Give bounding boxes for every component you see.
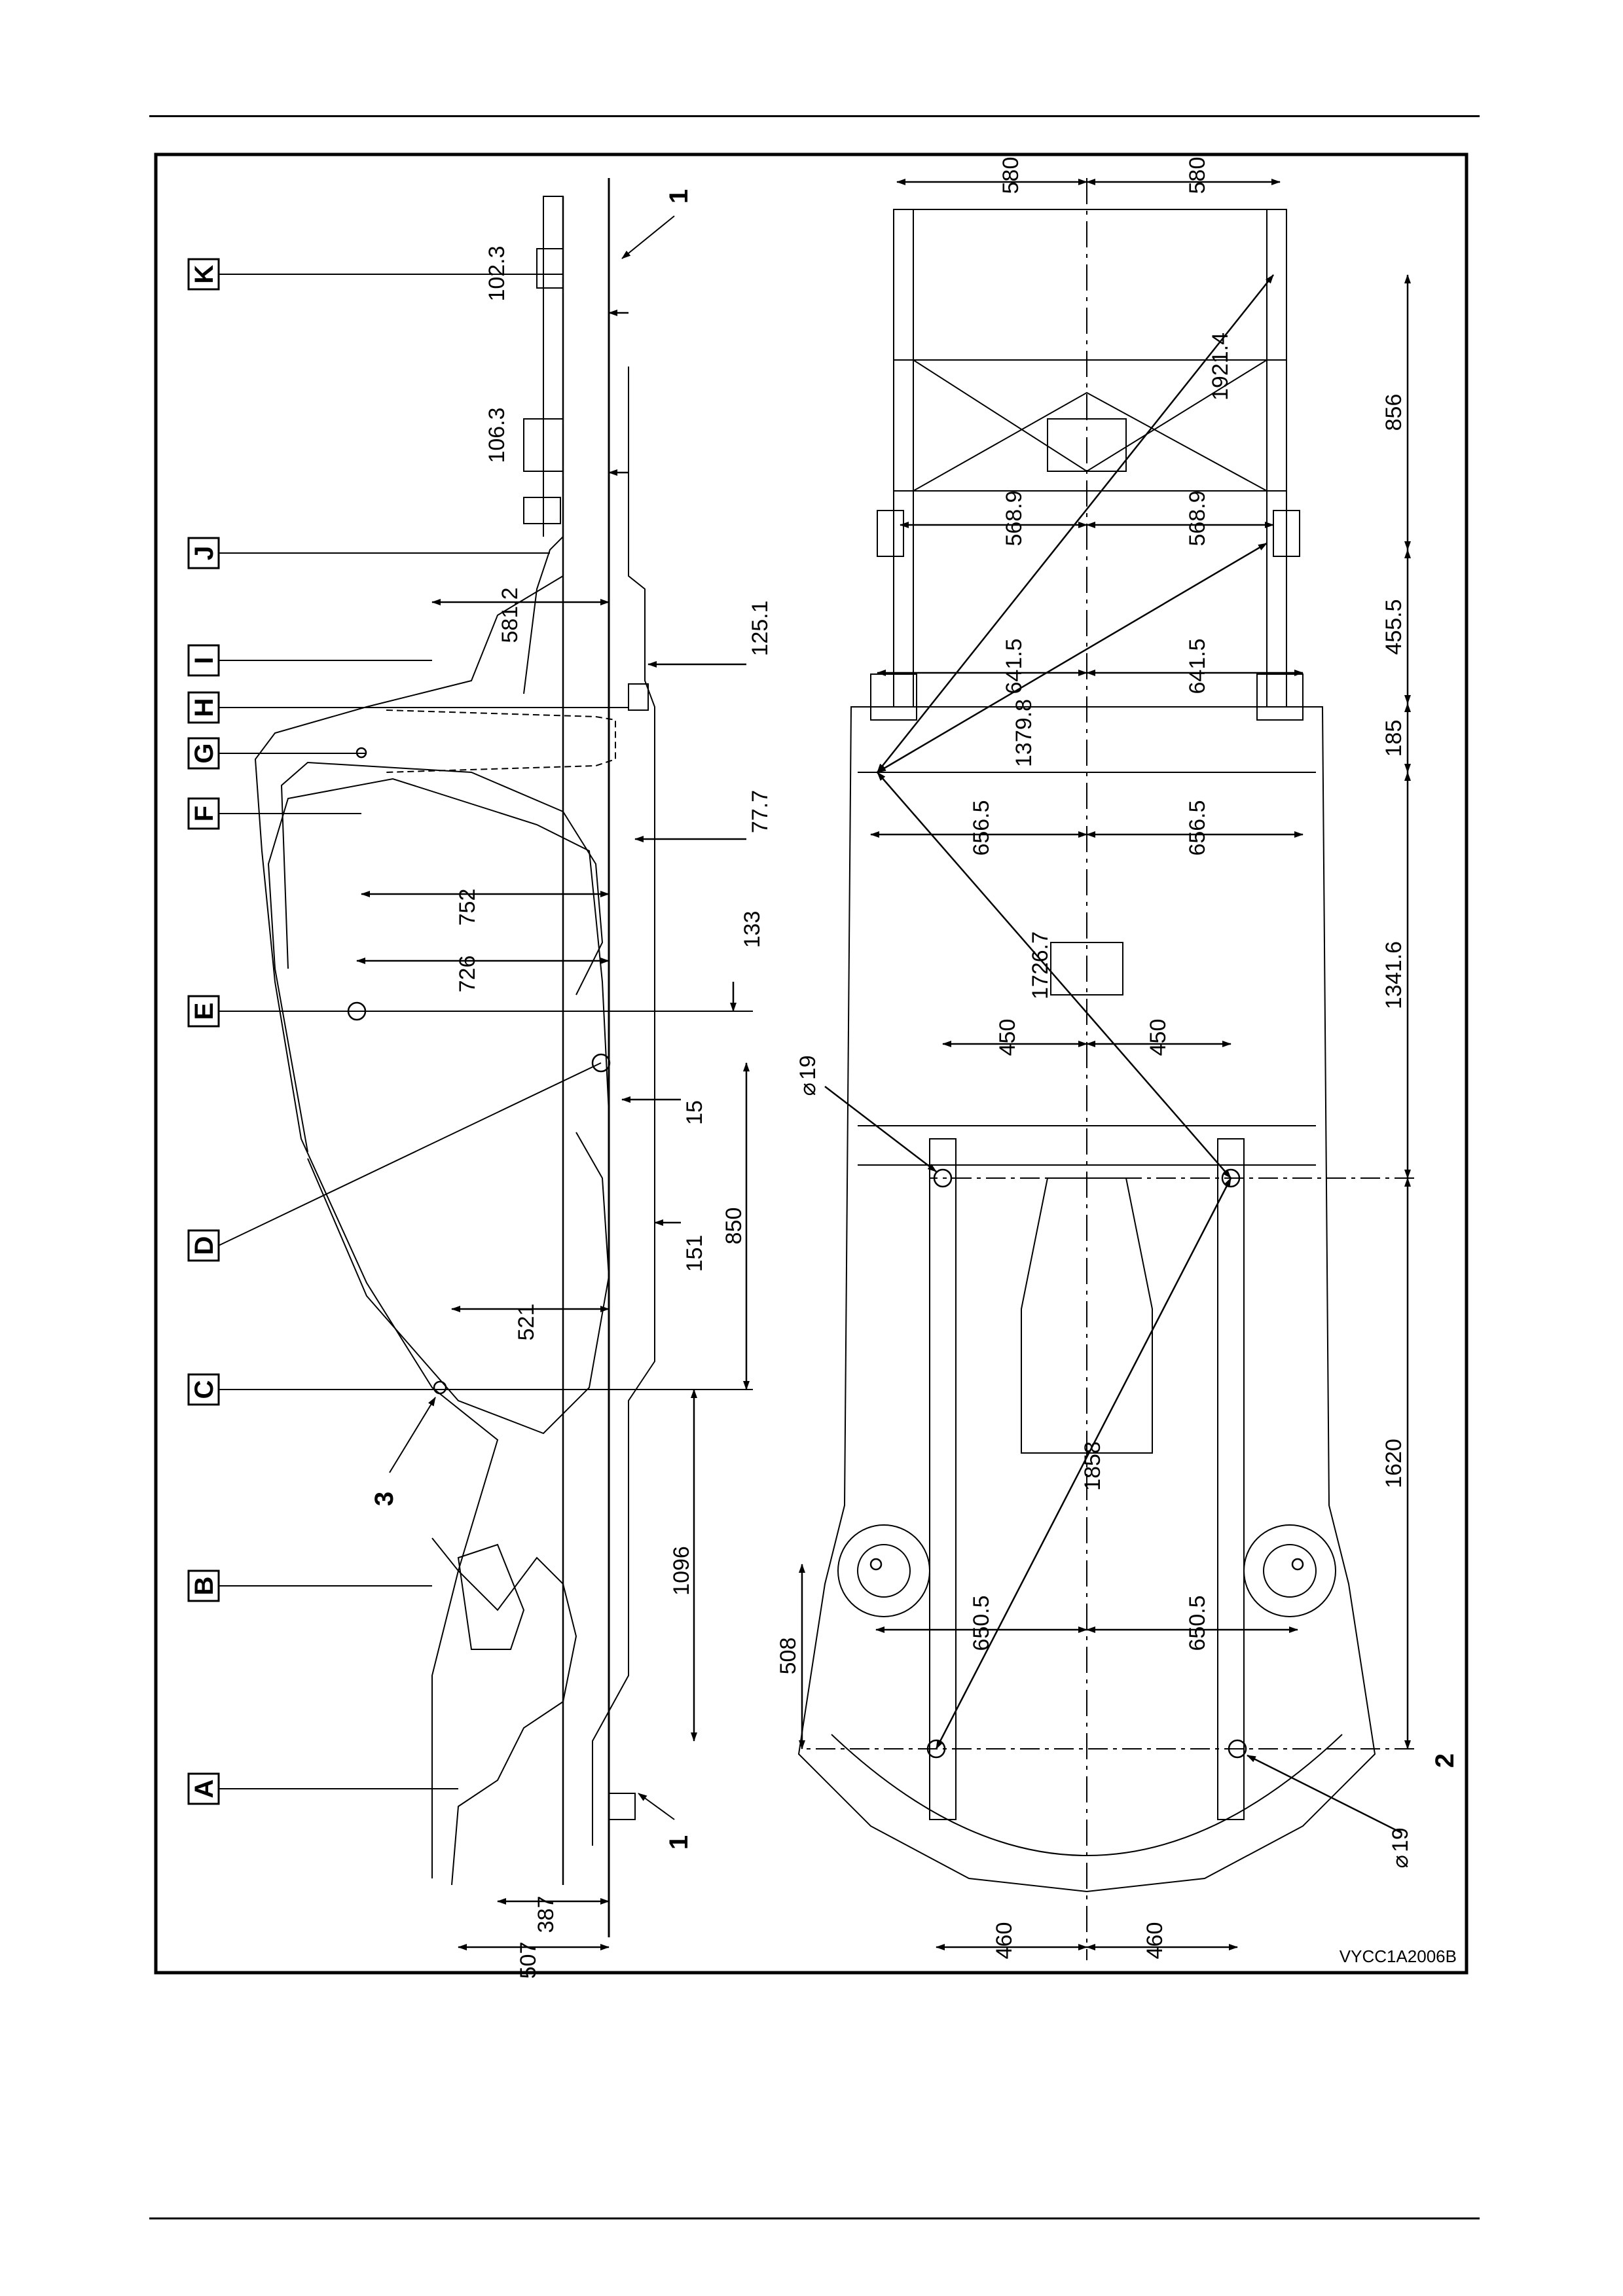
plan-view: [799, 178, 1375, 1960]
dim-580-right: 580: [1185, 157, 1210, 194]
dim-450-left: 450: [995, 1019, 1020, 1056]
rear-pillar: [386, 710, 615, 772]
dim-151: 151: [682, 1235, 707, 1272]
dim-460-left: 460: [992, 1922, 1017, 1960]
label-k: K: [190, 264, 219, 283]
label-g: G: [190, 743, 219, 763]
label-i: I: [190, 656, 219, 664]
dim-752: 752: [455, 889, 480, 926]
dim-568-9-right: 568.9: [1185, 490, 1210, 546]
dim-1726-7: 1726.7: [1028, 931, 1053, 999]
label-e: E: [190, 1003, 219, 1020]
dim-102-3: 102.3: [484, 245, 509, 301]
side-dimension-labels: 507 387 521 726 752 581.2 106.3 102.3 10…: [455, 245, 773, 1979]
dim-850: 850: [721, 1208, 746, 1245]
callouts: 1 1 3 2: [370, 189, 1459, 1850]
label-j: J: [190, 546, 219, 560]
rear-rail: [524, 196, 563, 694]
rear-frame: [894, 209, 1286, 707]
callout-1-bottom: 1: [665, 1835, 693, 1850]
dim-1921-4: 1921.4: [1208, 332, 1233, 401]
dim-77-7: 77.7: [748, 790, 773, 833]
front-rail-right: [1218, 1139, 1244, 1820]
underbody-outline: [593, 367, 655, 1846]
dim-581-2: 581.2: [498, 587, 522, 643]
dim-1858: 1858: [1080, 1441, 1105, 1491]
dim-15: 15: [682, 1100, 707, 1125]
dim-450-right: 450: [1146, 1019, 1171, 1056]
label-a: A: [190, 1780, 219, 1799]
dim-1379-8: 1379.8: [1012, 699, 1036, 767]
dim-455-5: 455.5: [1381, 599, 1406, 655]
svg-text:⌀: ⌀: [1388, 1855, 1413, 1868]
dim-125-1: 125.1: [748, 600, 773, 656]
front-wheel-right-inner: [1264, 1545, 1316, 1597]
rear-bracket-3: [537, 249, 563, 288]
dim-521: 521: [514, 1304, 539, 1341]
dim-1341-6: 1341.6: [1381, 941, 1406, 1009]
dim-656-5-left: 656.5: [969, 800, 994, 855]
dim-460-right: 460: [1142, 1922, 1167, 1960]
label-b: B: [190, 1577, 219, 1596]
dim-387: 387: [534, 1896, 558, 1933]
dim-656-5-right: 656.5: [1185, 800, 1210, 855]
plan-wheel-point-left: [871, 1559, 881, 1570]
dim-507: 507: [516, 1942, 541, 1979]
dim-1096: 1096: [669, 1546, 694, 1596]
front-wheel-left: [838, 1525, 930, 1617]
dim-641-5-left: 641.5: [1002, 638, 1027, 694]
rear-bracket: [524, 497, 560, 524]
front-wheel-left-inner: [858, 1545, 910, 1597]
front-tow-hook: [609, 1793, 635, 1820]
front-wheel-right: [1244, 1525, 1336, 1617]
diameter-upper: ⌀ 19: [795, 1055, 820, 1096]
plan-wheel-point-right: [1292, 1559, 1303, 1570]
rear-hitch: [629, 684, 648, 710]
label-f: F: [190, 806, 219, 821]
point-c-marker: [434, 1382, 446, 1393]
side-dimensions: [357, 313, 746, 1947]
diameter-lower: ⌀ 19: [1388, 1827, 1413, 1868]
label-h: H: [190, 698, 219, 717]
figure-code: VYCC1A2006B: [1340, 1946, 1457, 1966]
dim-106-3: 106.3: [484, 407, 509, 463]
front-tower: [458, 1545, 524, 1649]
dim-133: 133: [740, 911, 765, 948]
side-points: [348, 748, 610, 1393]
dim-508: 508: [776, 1638, 801, 1675]
callout-1-top: 1: [665, 189, 693, 204]
dim-650-5-left: 650.5: [969, 1595, 994, 1651]
windshield-outline: [268, 779, 609, 1152]
dim-641-5-right: 641.5: [1185, 638, 1210, 694]
svg-text:19: 19: [795, 1055, 820, 1080]
callout-2: 2: [1431, 1753, 1459, 1768]
label-d: D: [190, 1236, 219, 1255]
dim-580-left: 580: [998, 157, 1023, 194]
callout-3: 3: [370, 1492, 399, 1506]
dim-185: 185: [1381, 720, 1406, 757]
svg-text:⌀: ⌀: [795, 1083, 820, 1096]
dim-1620: 1620: [1381, 1439, 1406, 1488]
dim-726: 726: [455, 956, 480, 993]
point-label-boxes: A B C D E F G H I J K: [189, 259, 219, 1804]
label-c: C: [190, 1380, 219, 1399]
dim-568-9-left: 568.9: [1002, 490, 1027, 546]
plan-dimension-labels: 460 460 650.5 650.5 450 450 656.5 656.5 …: [776, 157, 1413, 1960]
svg-text:19: 19: [1388, 1827, 1413, 1852]
dim-650-5-right: 650.5: [1185, 1595, 1210, 1651]
dim-856: 856: [1381, 394, 1406, 431]
